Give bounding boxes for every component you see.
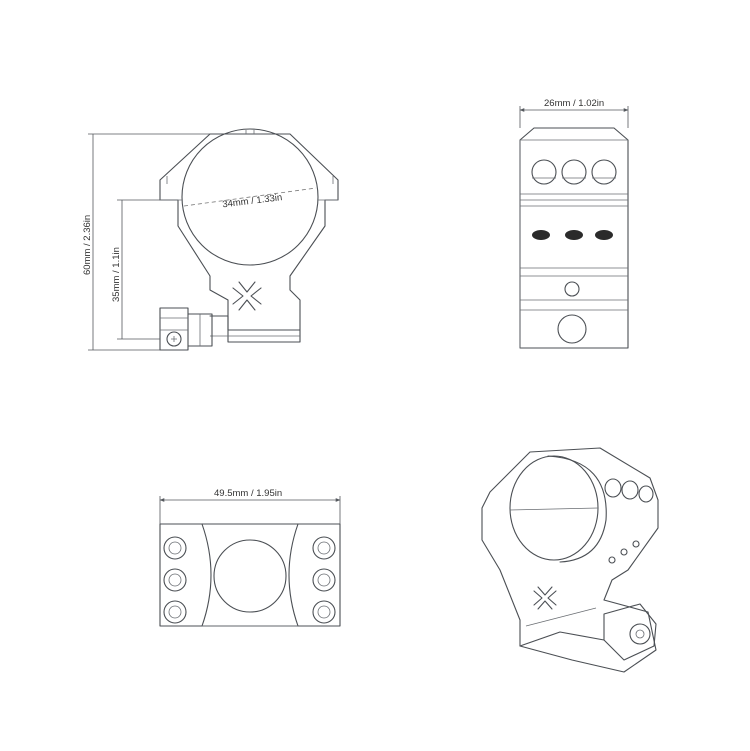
isometric-view	[481, 447, 659, 673]
base-screws-left	[163, 536, 187, 624]
center-height-label: 35mm / 1.1in	[111, 247, 122, 302]
total-height-label: 60mm / 2.36in	[82, 215, 93, 275]
brand-logo-mark	[232, 281, 262, 311]
base-screws-right	[312, 536, 336, 624]
side-view: 26mm / 1.02in	[519, 98, 629, 349]
front-view: 34mm / 1.33in 60mm / 2.36in 35mm / 1.1in	[82, 128, 339, 351]
ring-diameter-label: 34mm / 1.33in	[222, 192, 283, 210]
top-view: 49.5mm / 1.95in	[159, 488, 341, 627]
ring-width-label: 26mm / 1.02in	[544, 98, 604, 109]
base-length-label: 49.5mm / 1.95in	[214, 488, 282, 499]
